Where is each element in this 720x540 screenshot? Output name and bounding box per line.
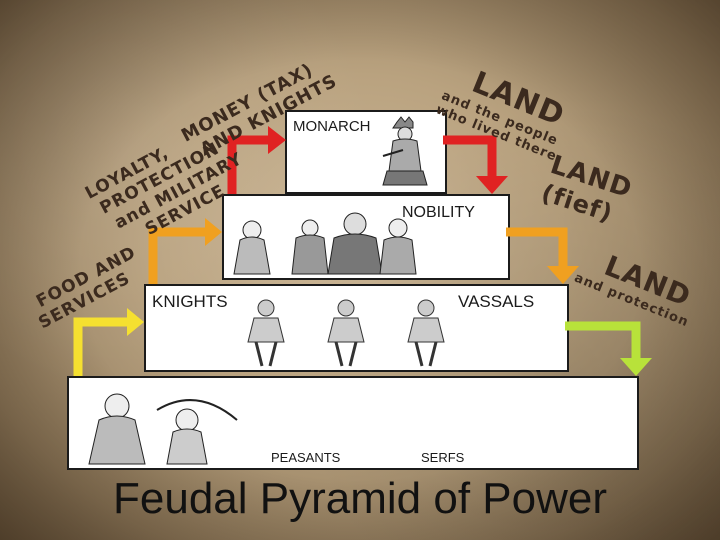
knights-figures-icon	[226, 296, 466, 368]
knights-vassals-tier: KNIGHTS VASSALS	[144, 284, 569, 372]
nobility-figures-icon	[230, 200, 480, 276]
peasants-label: PEASANTS	[271, 450, 341, 465]
monarch-figure-icon	[367, 116, 437, 188]
nobility-tier: NOBILITY	[222, 194, 510, 280]
monarch-label: MONARCH	[293, 118, 371, 135]
page-title: Feudal Pyramid of Power	[113, 474, 607, 523]
peasants-figures-icon	[77, 380, 257, 466]
monarch-tier: MONARCH	[285, 110, 447, 194]
nobility-label: NOBILITY	[402, 204, 475, 221]
serfs-label: SERFS	[421, 450, 465, 465]
vassals-label: VASSALS	[458, 292, 535, 311]
peasants-serfs-tier: PEASANTS SERFS	[67, 376, 639, 470]
knights-label: KNIGHTS	[152, 292, 228, 311]
